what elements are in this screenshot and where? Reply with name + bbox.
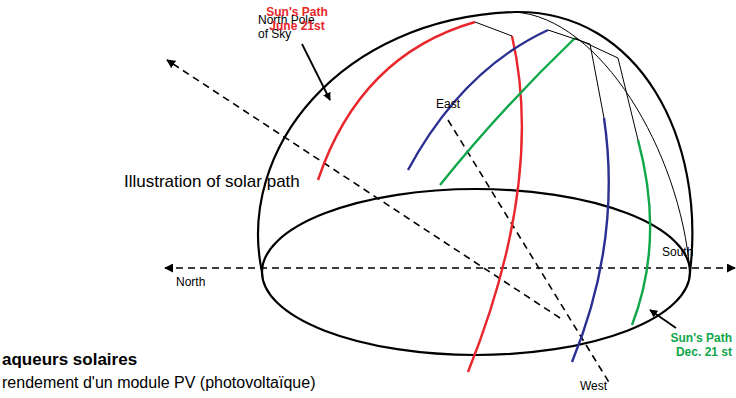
direction-label: East xyxy=(436,98,460,112)
north-south-axis xyxy=(165,267,735,269)
equinox-path-setting xyxy=(572,118,609,362)
sun-paths xyxy=(318,22,650,372)
direction-label: West xyxy=(580,380,607,394)
june-leader-arrow xyxy=(302,44,330,100)
body-text: rendement d'un module PV (photovoltaïque… xyxy=(2,374,315,392)
path-label: Sun's Path June 21st xyxy=(262,6,332,34)
december-path-top xyxy=(575,38,638,140)
june-path-rising xyxy=(318,22,475,180)
equinox-path-top xyxy=(548,30,604,118)
june-path-top xyxy=(475,22,512,36)
horizon-ellipse xyxy=(262,189,690,355)
east-west-axis xyxy=(448,120,610,384)
sky-dome-edge xyxy=(515,12,690,272)
figure-caption: Illustration of solar path xyxy=(124,172,300,192)
equinox-path-rising xyxy=(408,30,548,170)
sky-dome xyxy=(258,12,692,272)
section-heading: aqueurs solaires xyxy=(2,350,137,370)
direction-label: North xyxy=(176,276,205,290)
june-path-setting xyxy=(468,36,522,372)
december-path-rising xyxy=(440,38,575,185)
december-path-setting xyxy=(632,140,650,325)
direction-label: South xyxy=(662,246,693,260)
december-leader-arrow xyxy=(650,310,676,328)
path-label: Sun's Path Dec. 21 st xyxy=(656,332,732,360)
